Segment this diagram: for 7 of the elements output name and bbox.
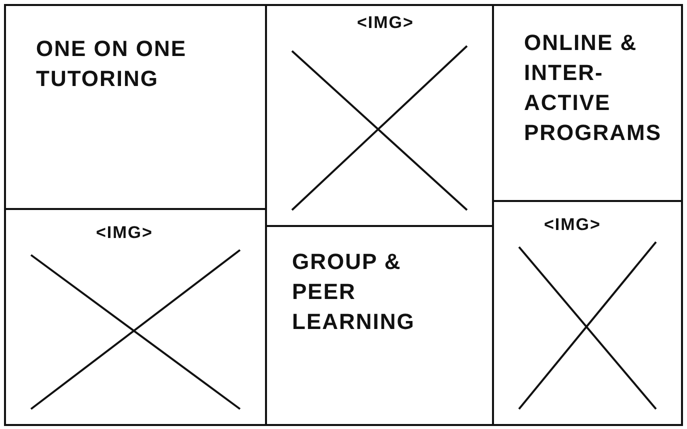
panel-heading: GROUP & PEER LEARNING — [292, 248, 416, 336]
image-placeholder-panel — [4, 208, 267, 426]
panel-heading: ONLINE & INTER-ACTIVE PROGRAMS — [524, 29, 663, 147]
text-panel — [4, 4, 267, 210]
text-panel — [492, 4, 683, 202]
image-placeholder-panel — [492, 200, 683, 426]
panel-heading: ONE ON ONE TUTORING — [36, 35, 188, 93]
